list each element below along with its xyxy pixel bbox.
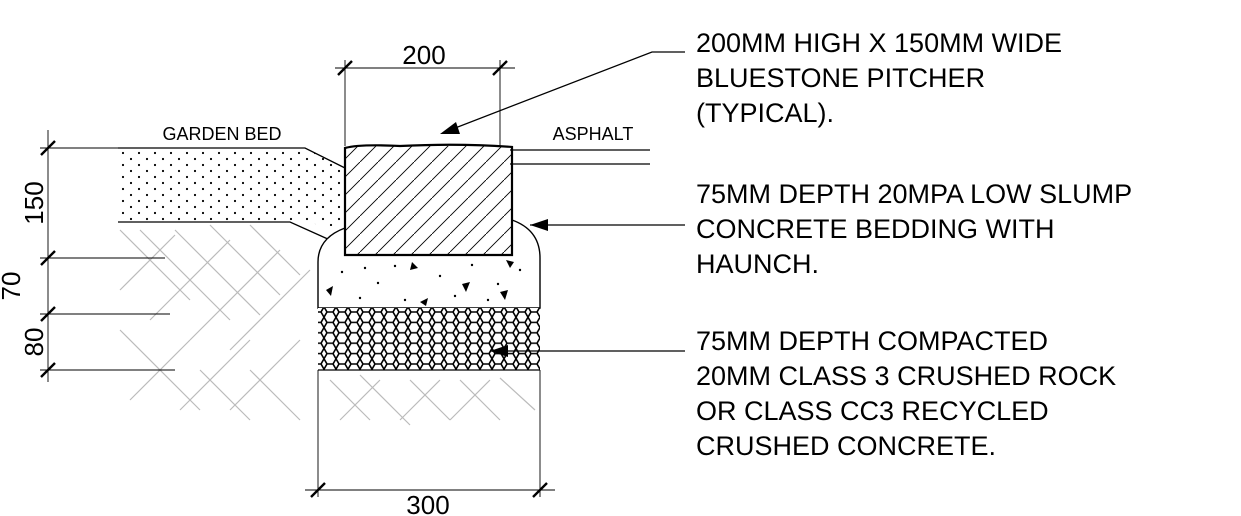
svg-text:75MM DEPTH COMPACTED: 75MM DEPTH COMPACTED bbox=[696, 326, 1048, 356]
garden-bed-label: GARDEN BED bbox=[162, 124, 281, 144]
svg-text:(TYPICAL).: (TYPICAL). bbox=[696, 98, 834, 128]
svg-text:BLUESTONE PITCHER: BLUESTONE PITCHER bbox=[696, 63, 985, 93]
dim-bottom-text: 300 bbox=[406, 490, 449, 516]
svg-text:OR CLASS CC3 RECYCLED: OR CLASS CC3 RECYCLED bbox=[696, 396, 1049, 426]
leader-pitcher bbox=[440, 51, 685, 134]
svg-text:CRUSHED CONCRETE.: CRUSHED CONCRETE. bbox=[696, 431, 996, 461]
svg-text:75MM DEPTH 20MPA LOW SLUMP: 75MM DEPTH 20MPA LOW SLUMP bbox=[696, 179, 1132, 209]
svg-text:CONCRETE BEDDING WITH: CONCRETE BEDDING WITH bbox=[696, 214, 1055, 244]
garden-bed-base-line bbox=[118, 221, 331, 241]
dim-70-text: 70 bbox=[0, 272, 26, 301]
dim-top-text: 200 bbox=[402, 40, 445, 70]
dim-80-text: 80 bbox=[19, 328, 49, 357]
bluestone-pitcher bbox=[345, 146, 512, 255]
concrete-aggregate-marks bbox=[326, 260, 522, 306]
leader-rock bbox=[490, 345, 685, 357]
crushed-rock-layer bbox=[318, 308, 540, 370]
garden-bed-surface-line bbox=[118, 147, 346, 169]
note-rock: 75MM DEPTH COMPACTED 20MM CLASS 3 CRUSHE… bbox=[696, 326, 1116, 461]
note-bedding: 75MM DEPTH 20MPA LOW SLUMP CONCRETE BEDD… bbox=[696, 179, 1132, 279]
asphalt-label: ASPHALT bbox=[553, 124, 634, 144]
dim-150-text: 150 bbox=[19, 181, 49, 224]
bluestone-pitcher-outline bbox=[343, 143, 514, 257]
svg-text:HAUNCH.: HAUNCH. bbox=[696, 249, 819, 279]
subgrade-hatch bbox=[119, 224, 536, 426]
svg-text:20MM CLASS 3 CRUSHED ROCK: 20MM CLASS 3 CRUSHED ROCK bbox=[696, 361, 1116, 391]
garden-bed-soil bbox=[118, 148, 345, 228]
dim-bottom-300: 300 bbox=[305, 370, 555, 516]
dim-top-200: 200 bbox=[335, 40, 515, 146]
note-pitcher: 200MM HIGH X 150MM WIDE BLUESTONE PITCHE… bbox=[696, 28, 1062, 128]
leader-bedding bbox=[530, 219, 685, 231]
concrete-bedding-haunch bbox=[317, 219, 541, 309]
dim-left-stack: 150 70 80 bbox=[0, 130, 175, 382]
svg-text:200MM HIGH X 150MM WIDE: 200MM HIGH X 150MM WIDE bbox=[696, 28, 1062, 58]
